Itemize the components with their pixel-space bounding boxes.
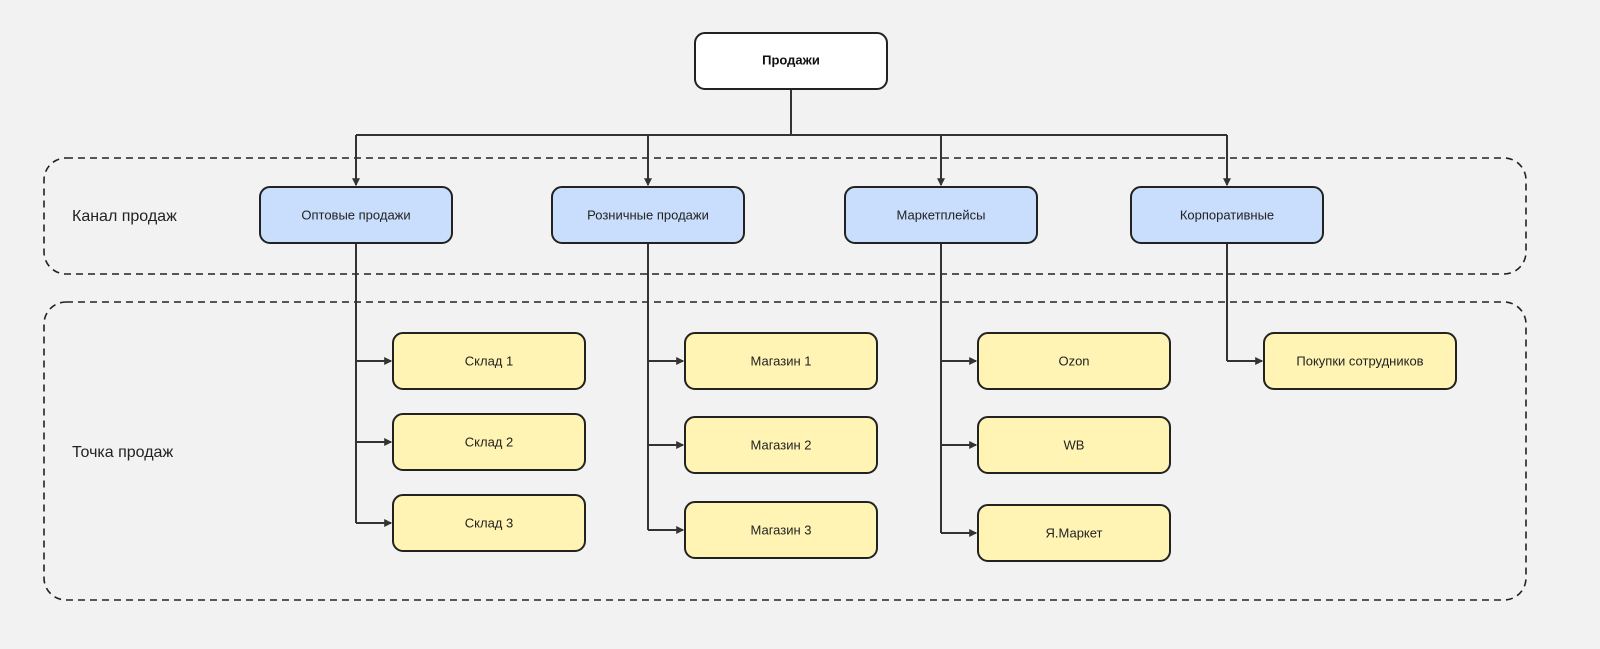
- channel-1-point-2-box: [392, 413, 586, 471]
- channel-3-point-2-label: WB: [1064, 437, 1085, 452]
- channel-1-point-3-box: [392, 494, 586, 552]
- channel-3-label: Маркетплейсы: [897, 207, 986, 222]
- channel-2-point-1-node[interactable]: Магазин 1: [684, 332, 878, 390]
- channel-3-node[interactable]: Маркетплейсы: [844, 186, 1038, 244]
- point-group-frame: [43, 301, 1527, 601]
- channel-2-point-2-box: [684, 416, 878, 474]
- channel-2-label: Розничные продажи: [587, 207, 709, 222]
- point-group-label: Точка продаж: [72, 444, 173, 461]
- channel-1-point-3-label: Склад 3: [465, 515, 513, 530]
- channel-3-point-2-node[interactable]: WB: [977, 416, 1171, 474]
- root-node-label: Продажи: [762, 52, 820, 67]
- channel-1-point-3-node[interactable]: Склад 3: [392, 494, 586, 552]
- channel-3-point-1-box: [977, 332, 1171, 390]
- channel-1-point-1-box: [392, 332, 586, 390]
- connectors: [352, 89, 1264, 537]
- channel-group-label: Канал продаж: [72, 208, 177, 225]
- channel-2-point-1-box: [684, 332, 878, 390]
- channel-1-node[interactable]: Оптовые продажи: [259, 186, 453, 244]
- channel-4-label: Корпоративные: [1180, 207, 1274, 222]
- channel-1-point-1-label: Склад 1: [465, 353, 513, 368]
- channel-2-point-2-node[interactable]: Магазин 2: [684, 416, 878, 474]
- channel-3-point-3-node[interactable]: Я.Маркет: [977, 504, 1171, 562]
- channel-3-point-1-node[interactable]: Ozon: [977, 332, 1171, 390]
- channel-2-node[interactable]: Розничные продажи: [551, 186, 745, 244]
- channel-2-point-3-label: Магазин 3: [751, 522, 812, 537]
- channel-4-box: [1130, 186, 1324, 244]
- channel-2-point-3-box: [684, 501, 878, 559]
- channel-4-node[interactable]: Корпоративные: [1130, 186, 1324, 244]
- channel-1-point-2-label: Склад 2: [465, 434, 513, 449]
- channel-3-box: [844, 186, 1038, 244]
- channel-2-box: [551, 186, 745, 244]
- channel-group-frame: [43, 157, 1527, 275]
- channel-1-box: [259, 186, 453, 244]
- channel-1-label: Оптовые продажи: [301, 207, 410, 222]
- channel-1-point-2-node[interactable]: Склад 2: [392, 413, 586, 471]
- channel-4-point-1-box: [1263, 332, 1457, 390]
- channel-2-point-3-node[interactable]: Магазин 3: [684, 501, 878, 559]
- channel-4-point-1-label: Покупки сотрудников: [1296, 353, 1423, 368]
- channel-2-point-1-label: Магазин 1: [751, 353, 812, 368]
- channel-3-point-3-box: [977, 504, 1171, 562]
- channel-3-point-1-label: Ozon: [1058, 353, 1089, 368]
- channel-3-point-2-box: [977, 416, 1171, 474]
- root-node[interactable]: Продажи: [694, 32, 888, 90]
- channel-4-point-1-node[interactable]: Покупки сотрудников: [1263, 332, 1457, 390]
- channel-2-point-2-label: Магазин 2: [751, 437, 812, 452]
- channel-3-point-3-label: Я.Маркет: [1045, 525, 1102, 540]
- channel-1-point-1-node[interactable]: Склад 1: [392, 332, 586, 390]
